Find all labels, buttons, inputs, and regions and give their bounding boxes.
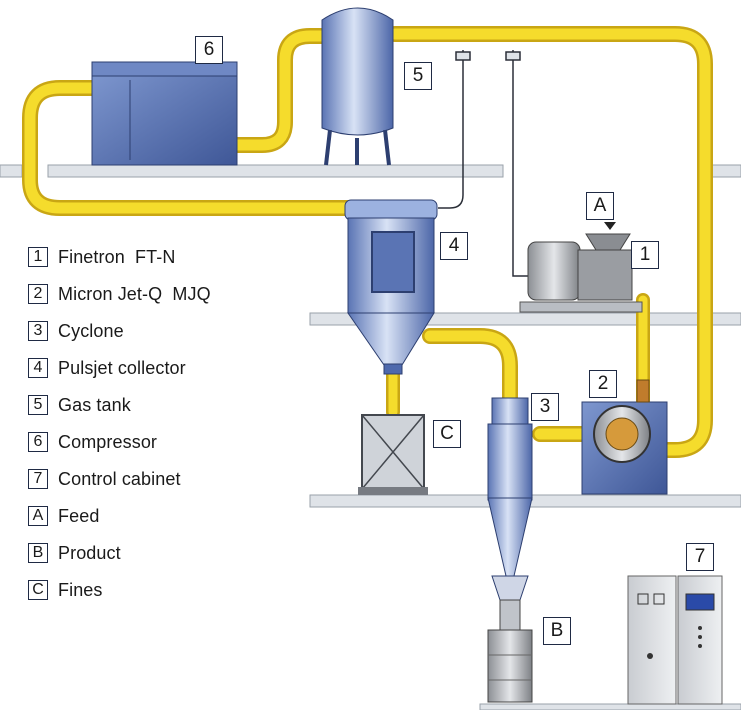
legend-label: Micron Jet-Q MJQ <box>58 283 211 304</box>
legend-label: Fines <box>58 579 103 600</box>
legend-key: 2 <box>28 284 48 304</box>
cyclone <box>487 397 533 601</box>
tag-micron-jet: 2 <box>589 370 617 398</box>
shelf-upper <box>47 164 504 178</box>
legend-key: C <box>28 580 48 600</box>
legend-item: 3 Cyclone <box>28 320 124 342</box>
micron-jet-mill <box>581 379 668 495</box>
legend-label: Control cabinet <box>58 468 181 489</box>
tag-compressor: 6 <box>195 36 223 64</box>
tag-control-cabinet: 7 <box>686 543 714 571</box>
legend-item: 2 Micron Jet-Q MJQ <box>28 283 211 305</box>
legend-label: Gas tank <box>58 394 131 415</box>
legend-key: 6 <box>28 432 48 452</box>
legend-key: 3 <box>28 321 48 341</box>
legend-item: 7 Control cabinet <box>28 468 181 490</box>
tag-gas-tank: 5 <box>404 62 432 90</box>
compressor <box>91 61 238 166</box>
pulsjet-collector <box>344 199 438 375</box>
tag-feed: A <box>586 192 614 220</box>
tag-pulsjet-collector: 4 <box>440 232 468 260</box>
legend-label: Feed <box>58 505 100 526</box>
legend-label: Cyclone <box>58 320 124 341</box>
tag-finetron: 1 <box>631 241 659 269</box>
gas-tank <box>321 7 394 166</box>
tag-product: B <box>543 617 571 645</box>
legend-key: 7 <box>28 469 48 489</box>
legend-item: A Feed <box>28 505 99 527</box>
legend-key: A <box>28 506 48 526</box>
signal-lines <box>438 50 530 277</box>
legend-item: 4 Pulsjet collector <box>28 357 186 379</box>
legend-key: 1 <box>28 247 48 267</box>
legend-item: 1 Finetron FT-N <box>28 246 175 268</box>
legend-label: Product <box>58 542 121 563</box>
legend-key: 5 <box>28 395 48 415</box>
legend-item: 6 Compressor <box>28 431 157 453</box>
tag-fines: C <box>433 420 461 448</box>
legend-item: 5 Gas tank <box>28 394 131 416</box>
legend-label: Finetron FT-N <box>58 246 176 267</box>
legend-label: Pulsjet collector <box>58 357 186 378</box>
shelf-upper-left <box>0 164 23 178</box>
legend-item: C Fines <box>28 579 103 601</box>
shelf-upper-right <box>711 164 741 178</box>
legend-label: Compressor <box>58 431 158 452</box>
tag-cyclone: 3 <box>531 393 559 421</box>
legend-key: B <box>28 543 48 563</box>
floor-line <box>479 703 741 710</box>
legend-key: 4 <box>28 358 48 378</box>
control-cabinet <box>627 575 723 705</box>
product-drum <box>487 599 533 703</box>
finetron-unit <box>519 222 643 313</box>
legend-item: B Product <box>28 542 121 564</box>
fines-container <box>358 414 428 495</box>
